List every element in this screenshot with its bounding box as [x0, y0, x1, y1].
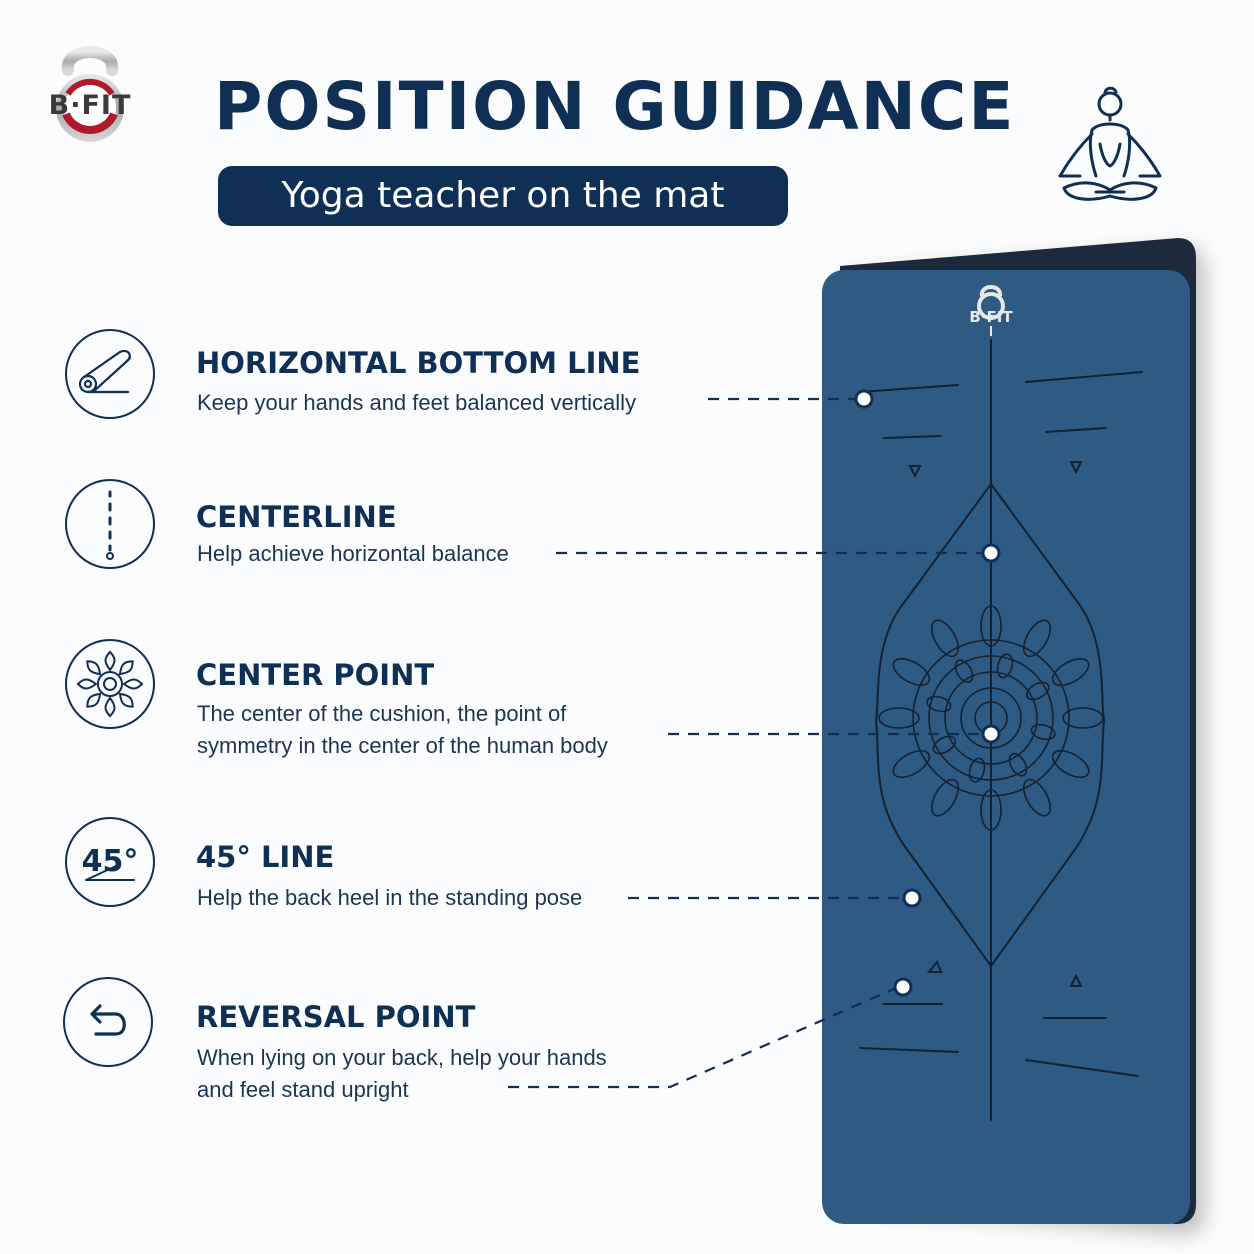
subtitle-banner: Yoga teacher on the mat	[218, 166, 788, 226]
meditation-pose-icon	[1058, 86, 1162, 201]
mat-45-degree-guide	[874, 482, 1106, 968]
mat-back-edge	[840, 238, 1196, 1224]
feature-description: Help achieve horizontal balance	[197, 541, 509, 566]
logo-text: B·FIT	[48, 90, 132, 121]
feature-description-line-2: and feel stand upright	[197, 1077, 409, 1102]
mat-mandala	[878, 605, 1104, 831]
page-title: POSITION GUIDANCE	[214, 68, 1016, 145]
mat-surface	[822, 270, 1190, 1224]
marker-45-line	[902, 888, 922, 908]
subtitle-text: Yoga teacher on the mat	[281, 175, 725, 216]
feature-description: Help the back heel in the standing pose	[197, 885, 583, 910]
feature-title: CENTERLINE	[196, 500, 397, 534]
angle-45-icon: 45°	[65, 817, 155, 907]
marker-centerline	[981, 543, 1001, 563]
mat-logo	[977, 285, 1005, 336]
feature-title: HORIZONTAL BOTTOM LINE	[196, 346, 641, 380]
mandala-icon	[65, 639, 155, 729]
mat-logo-text: B·FIT	[969, 308, 1013, 326]
feature-title: 45° LINE	[196, 840, 335, 874]
marker-center-point	[981, 724, 1001, 744]
angle-45-icon-text: 45°	[82, 844, 139, 879]
feature-title: CENTER POINT	[196, 658, 435, 692]
feature-description: Keep your hands and feet balanced vertic…	[197, 390, 637, 415]
marker-reversal	[893, 977, 913, 997]
kettlebell-logo-icon	[56, 46, 124, 142]
marker-horizontal	[854, 389, 874, 409]
rolled-mat-icon	[65, 329, 155, 419]
feature-description: The center of the cushion, the point of	[197, 701, 567, 726]
brand-logo: B·FIT	[40, 40, 140, 145]
feature-description-line-2: symmetry in the center of the human body	[197, 733, 608, 758]
feature-description: When lying on your back, help your hands	[197, 1045, 607, 1070]
return-arrow-icon	[63, 977, 153, 1067]
dotted-centerline-icon	[65, 479, 155, 569]
feature-title: REVERSAL POINT	[196, 1000, 476, 1034]
